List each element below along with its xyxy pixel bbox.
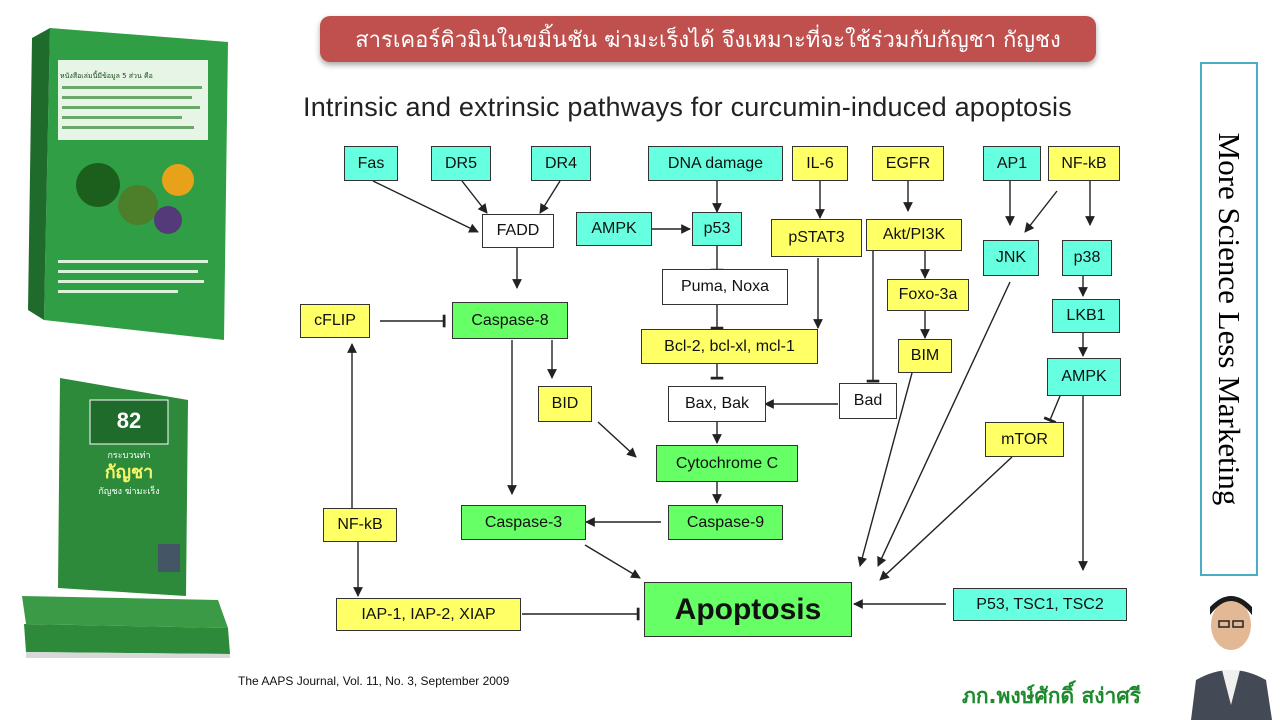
side-label-box: More Science Less Marketing [1200, 62, 1258, 576]
node-bim: BIM [898, 339, 952, 373]
author-photo [1186, 585, 1276, 720]
book-line3: กัญชง ฆ่ามะเร็ง [98, 484, 159, 497]
node-fadd: FADD [482, 214, 554, 248]
citation: The AAPS Journal, Vol. 11, No. 3, Septem… [238, 674, 510, 688]
book-number: 82 [117, 408, 141, 433]
node-egfr: EGFR [872, 146, 944, 181]
node-nfkb-top: NF-kB [1048, 146, 1120, 181]
node-ampk-right: AMPK [1047, 358, 1121, 396]
node-nfkb-left: NF-kB [323, 508, 397, 542]
node-lkb1: LKB1 [1052, 299, 1120, 333]
node-dna-damage: DNA damage [648, 146, 783, 181]
node-apoptosis: Apoptosis [644, 582, 852, 637]
node-mtor: mTOR [985, 422, 1064, 457]
book-line1: กระบวนท่า [107, 451, 150, 461]
node-dr5: DR5 [431, 146, 491, 181]
node-iap: IAP-1, IAP-2, XIAP [336, 598, 521, 631]
node-p53-tsc: P53, TSC1, TSC2 [953, 588, 1127, 621]
node-p53: p53 [692, 212, 742, 246]
node-p38: p38 [1062, 240, 1112, 276]
node-bcl2: Bcl-2, bcl-xl, mcl-1 [641, 329, 818, 364]
node-caspase-9: Caspase-9 [668, 505, 783, 540]
node-il6: IL-6 [792, 146, 848, 181]
banner-text: สารเคอร์คิวมินในขมิ้นชัน ฆ่ามะเร็งได้ จึ… [355, 27, 1061, 53]
node-ampk-left: AMPK [576, 212, 652, 246]
node-ap1: AP1 [983, 146, 1041, 181]
node-cflip: cFLIP [300, 304, 370, 338]
title-banner: สารเคอร์คิวมินในขมิ้นชัน ฆ่ามะเร็งได้ จึ… [320, 16, 1096, 62]
diagram-title: Intrinsic and extrinsic pathways for cur… [303, 92, 1072, 122]
node-jnk: JNK [983, 240, 1039, 276]
node-bid: BID [538, 386, 592, 422]
author-name: ภก.พงษ์ศักดิ์ สง่าศรี [962, 684, 1141, 708]
node-foxo3a: Foxo-3a [887, 279, 969, 311]
node-fas: Fas [344, 146, 398, 181]
book-top-heading: หนังสือเล่มนี้มีข้อมูล 5 ส่วน คือ [60, 69, 153, 80]
node-dr4: DR4 [531, 146, 591, 181]
node-cytochrome-c: Cytochrome C [656, 445, 798, 482]
node-caspase-3: Caspase-3 [461, 505, 586, 540]
node-pstat3: pSTAT3 [771, 219, 862, 257]
node-caspase-8: Caspase-8 [452, 302, 568, 339]
book-stack-bottom-image: 82 กระบวนท่า กัญชา กัญชง ฆ่ามะเร็ง [22, 378, 230, 658]
node-bad: Bad [839, 383, 897, 419]
node-akt: Akt/PI3K [866, 219, 962, 251]
book-line2: กัญชา [105, 462, 154, 483]
node-bax-bak: Bax, Bak [668, 386, 766, 422]
side-label-text: More Science Less Marketing [1212, 132, 1247, 506]
book-cover-top-image: หนังสือเล่มนี้มีข้อมูล 5 ส่วน คือ [28, 28, 228, 340]
node-puma-noxa: Puma, Noxa [662, 269, 788, 305]
